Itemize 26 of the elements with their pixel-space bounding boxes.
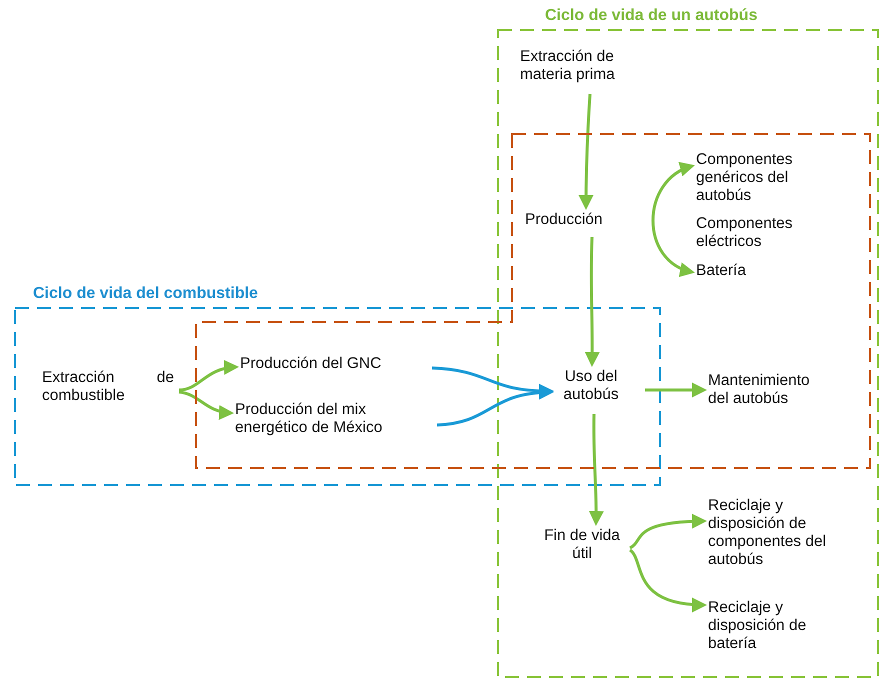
arrow xyxy=(178,360,239,392)
step-label: Reciclaje y disposición de batería xyxy=(708,599,834,659)
arrow xyxy=(645,382,707,398)
arrow xyxy=(588,414,604,526)
step-label: Producción xyxy=(525,211,625,233)
arrow xyxy=(178,390,234,420)
step-label: Uso del autobús xyxy=(555,368,627,410)
arrow xyxy=(578,94,594,210)
step-label: Componentes genéricos del autobús xyxy=(696,151,826,211)
step-label: Extracción de materia prima xyxy=(520,48,650,92)
step-label: Mantenimiento del autobús xyxy=(708,372,830,412)
step-label: Extracción de combustible xyxy=(42,369,174,411)
step-label: Producción del GNC xyxy=(240,355,430,377)
dashed-boundary xyxy=(15,283,660,486)
dashed-boundary xyxy=(497,5,879,678)
step-label: Producción del mix energético de México xyxy=(235,401,435,441)
arrow xyxy=(628,548,707,612)
frame-heading: Ciclo de vida de un autobús xyxy=(545,7,758,25)
step-label: Reciclaje y disposición de componentes del autobús xyxy=(708,497,834,575)
arrow xyxy=(652,164,695,276)
step-label: Batería xyxy=(696,262,766,284)
frame-heading: Ciclo de vida del combustible xyxy=(33,285,258,303)
step-label: Componentes eléctricos xyxy=(696,215,826,255)
step-label: Fin de vida útil xyxy=(538,527,626,569)
arrow xyxy=(629,514,707,550)
arrow xyxy=(584,236,600,367)
